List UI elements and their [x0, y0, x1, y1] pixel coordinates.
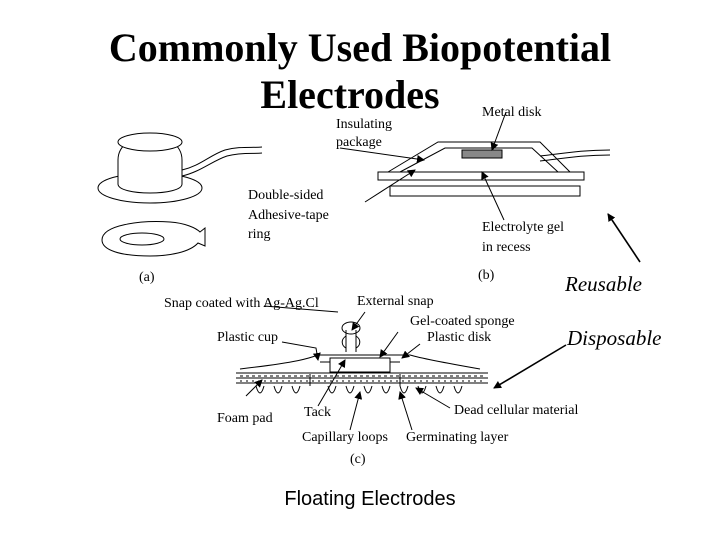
dead-cellular-label: Dead cellular material: [454, 403, 579, 418]
germinating-layer-label: Germinating layer: [406, 430, 509, 445]
metal-disk-label: Metal disk: [482, 105, 542, 120]
electrode-c-illustration: [236, 322, 488, 393]
footer-caption: Floating Electrodes: [284, 488, 456, 510]
foam-pad-label: Foam pad: [217, 411, 273, 426]
disposable-annotation: Disposable: [567, 326, 662, 350]
insulating-package-label-1: Insulating: [336, 117, 392, 132]
plastic-disk-label: Plastic disk: [427, 330, 492, 345]
capillary-loops-label: Capillary loops: [302, 430, 388, 445]
annotation-arrows: [493, 213, 640, 388]
adhesive-ring-label-1: Double-sided: [248, 188, 324, 203]
page-title-line-1: Commonly Used Biopotential: [108, 25, 612, 70]
figure-b-label: (b): [478, 268, 495, 283]
external-snap-label: External snap: [357, 294, 434, 309]
electrolyte-gel-label-2: in recess: [482, 240, 531, 255]
adhesive-ring-label-3: ring: [248, 227, 271, 242]
figure-c-label: (c): [350, 452, 366, 467]
leader-lines: [246, 112, 506, 430]
plastic-cup-label: Plastic cup: [217, 330, 279, 345]
adhesive-ring-label-2: Adhesive-tape: [248, 208, 329, 223]
tack-label: Tack: [304, 405, 332, 420]
snap-coated-label: Snap coated with Ag-Ag.Cl: [164, 296, 319, 311]
electrode-a-illustration: [98, 133, 262, 256]
electrolyte-gel-label-1: Electrolyte gel: [482, 220, 565, 235]
figure-a-label: (a): [139, 270, 155, 285]
electrode-b-illustration: [378, 142, 610, 196]
reusable-annotation: Reusable: [565, 272, 642, 296]
insulating-package-label-2: package: [336, 135, 382, 150]
gel-sponge-label: Gel-coated sponge: [410, 314, 515, 329]
page-title-line-2: Electrodes: [260, 72, 440, 117]
